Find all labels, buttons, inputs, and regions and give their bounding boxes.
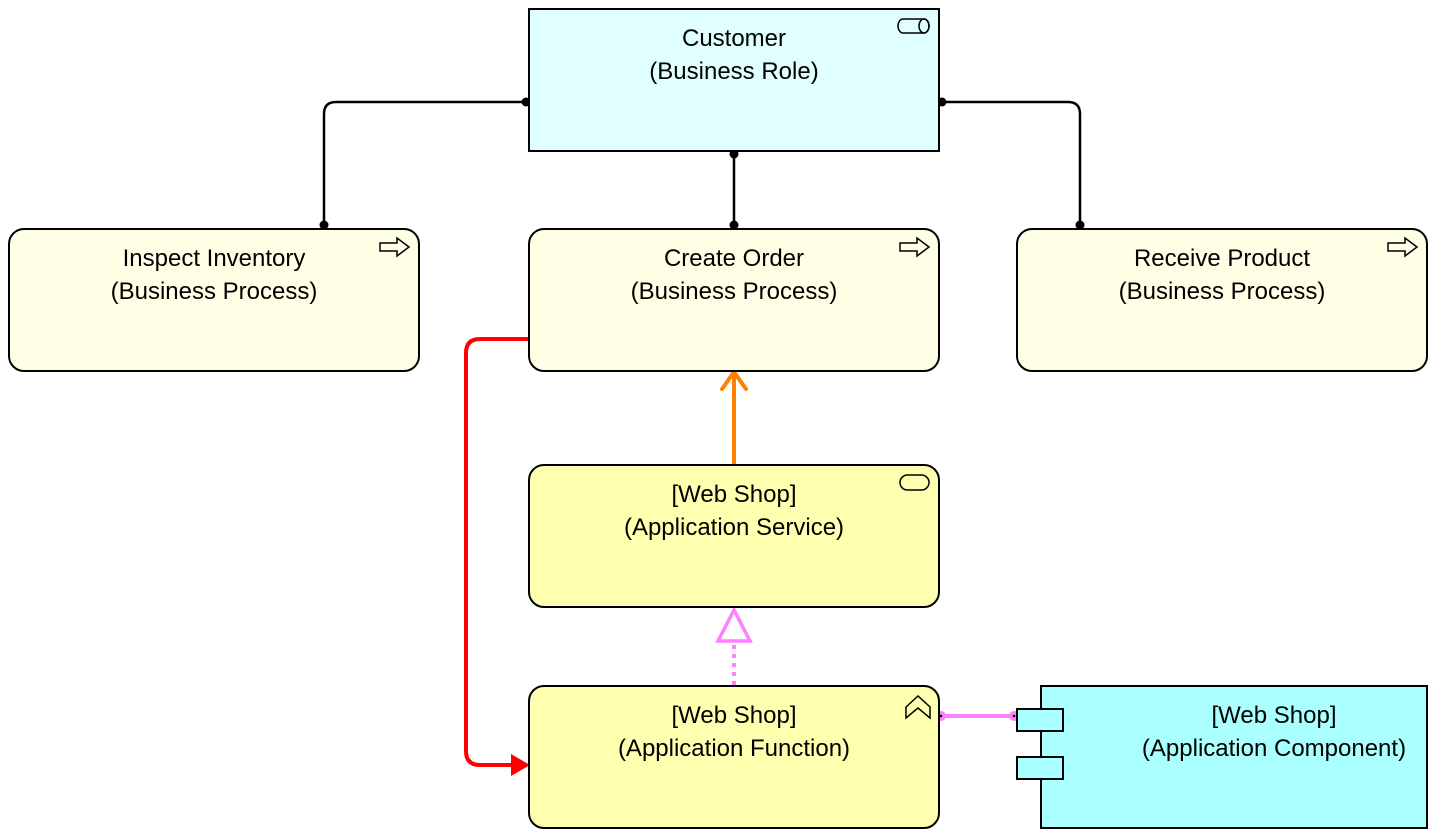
element-type: (Business Process) [110,278,318,305]
element-label: [Web Shop] (Application Service) [530,478,938,544]
connector-end-dot [319,220,329,230]
business-role-icon [897,18,930,34]
connector-customer-inspect[interactable] [319,97,531,230]
application-service-icon [899,474,930,491]
element-receive-product-business-process[interactable]: Receive Product (Business Process) [1016,228,1428,372]
element-label: Create Order (Business Process) [530,242,938,308]
element-name: [Web Shop] [671,702,797,729]
element-customer-business-role[interactable]: Customer (Business Role) [528,8,940,152]
element-label: Receive Product (Business Process) [1018,242,1426,308]
application-function-icon [905,694,931,720]
element-name: Create Order [663,245,805,272]
application-component-icon [1016,708,1066,782]
element-type: (Application Component) [1141,735,1407,762]
connector-function-to-service-realization[interactable] [715,606,753,685]
business-process-icon [379,236,411,258]
connector-service-to-create-serving[interactable] [720,370,748,464]
element-type: (Application Service) [623,514,845,541]
arrowhead-icon [720,370,748,391]
element-inspect-inventory-business-process[interactable]: Inspect Inventory (Business Process) [8,228,420,372]
element-type: (Application Function) [617,735,851,762]
element-name: [Web Shop] [671,481,797,508]
connector-end-dot [1075,220,1085,230]
business-process-icon [1387,236,1419,258]
element-web-shop-application-service[interactable]: [Web Shop] (Application Service) [528,464,940,608]
connector-create-to-function-triggering[interactable] [464,337,530,776]
connector-component-to-function-assignment[interactable] [936,711,1019,721]
element-type: (Business Role) [649,58,819,85]
element-web-shop-application-component[interactable]: [Web Shop] (Application Component) [1040,685,1428,829]
hollow-triangle-icon [715,606,753,643]
arrowhead-icon [511,754,530,776]
component-tab-top [1016,708,1064,732]
business-process-icon [899,236,931,258]
connector-end-dot [729,220,739,230]
element-name: [Web Shop] [1211,702,1337,729]
element-web-shop-application-function[interactable]: [Web Shop] (Application Function) [528,685,940,829]
connector-customer-receive[interactable] [937,97,1085,230]
element-label: [Web Shop] (Application Function) [530,699,938,765]
element-name: Customer [681,25,787,52]
element-type: (Business Process) [630,278,838,305]
element-name: Inspect Inventory [122,245,306,272]
element-label: Customer (Business Role) [530,22,938,88]
element-label: Inspect Inventory (Business Process) [10,242,418,308]
component-tab-bottom [1016,756,1064,780]
element-label: [Web Shop] (Application Component) [1102,699,1436,765]
element-name: Receive Product [1133,245,1311,272]
element-create-order-business-process[interactable]: Create Order (Business Process) [528,228,940,372]
connector-customer-create[interactable] [729,149,739,230]
element-type: (Business Process) [1118,278,1326,305]
